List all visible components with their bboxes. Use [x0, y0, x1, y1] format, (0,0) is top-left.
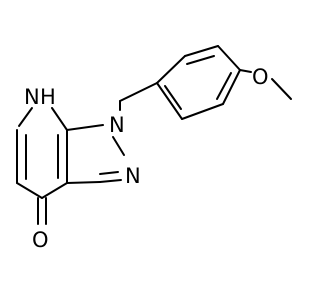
- bond-ar6-ar1: [156, 82, 183, 120]
- bond-n2-c3-inner: [99, 171, 119, 175]
- bonds: [16, 45, 292, 225]
- bond-ar2-ar3-inner: [186, 55, 215, 65]
- bond-ar4-o: [239, 69, 252, 73]
- bond-ar2-ar3: [184, 45, 219, 57]
- bond-ar5-ar6: [181, 103, 224, 120]
- bond-n2-c3: [99, 179, 122, 183]
- bond-o-ch3: [271, 78, 292, 100]
- atom-label-nh-h: H: [40, 85, 56, 109]
- bond-ar6-ar1-inner: [164, 85, 182, 110]
- bond-c7a-n1: [66, 124, 104, 131]
- atom-label-n1: N: [109, 113, 125, 137]
- bond-ch2-ar: [119, 82, 158, 102]
- bond-n1-n2: [112, 136, 125, 156]
- atom-label-methoxy-oxygen: O: [252, 65, 269, 89]
- molecule-drawing: N H N N O O: [16, 45, 292, 252]
- atom-labels: N H N N O O: [24, 65, 269, 252]
- bond-c4-c3a: [41, 182, 68, 199]
- atom-label-n2: N: [125, 164, 141, 188]
- bond-c5-c4: [16, 182, 43, 199]
- atom-label-nh: N: [24, 85, 40, 109]
- atom-label-carbonyl-oxygen: O: [32, 228, 49, 252]
- bond-ar4-ar5-inner: [216, 72, 232, 100]
- bond-ar1-ar2: [156, 55, 186, 84]
- bond-c7a-nh: [51, 107, 68, 131]
- bond-c3-c3a: [66, 181, 101, 184]
- bond-ar4-ar5: [222, 69, 241, 105]
- bond-ar3-ar4: [217, 45, 241, 71]
- bond-nh-c6: [18, 107, 33, 127]
- structure-diagram: N H N N O O: [16, 45, 292, 252]
